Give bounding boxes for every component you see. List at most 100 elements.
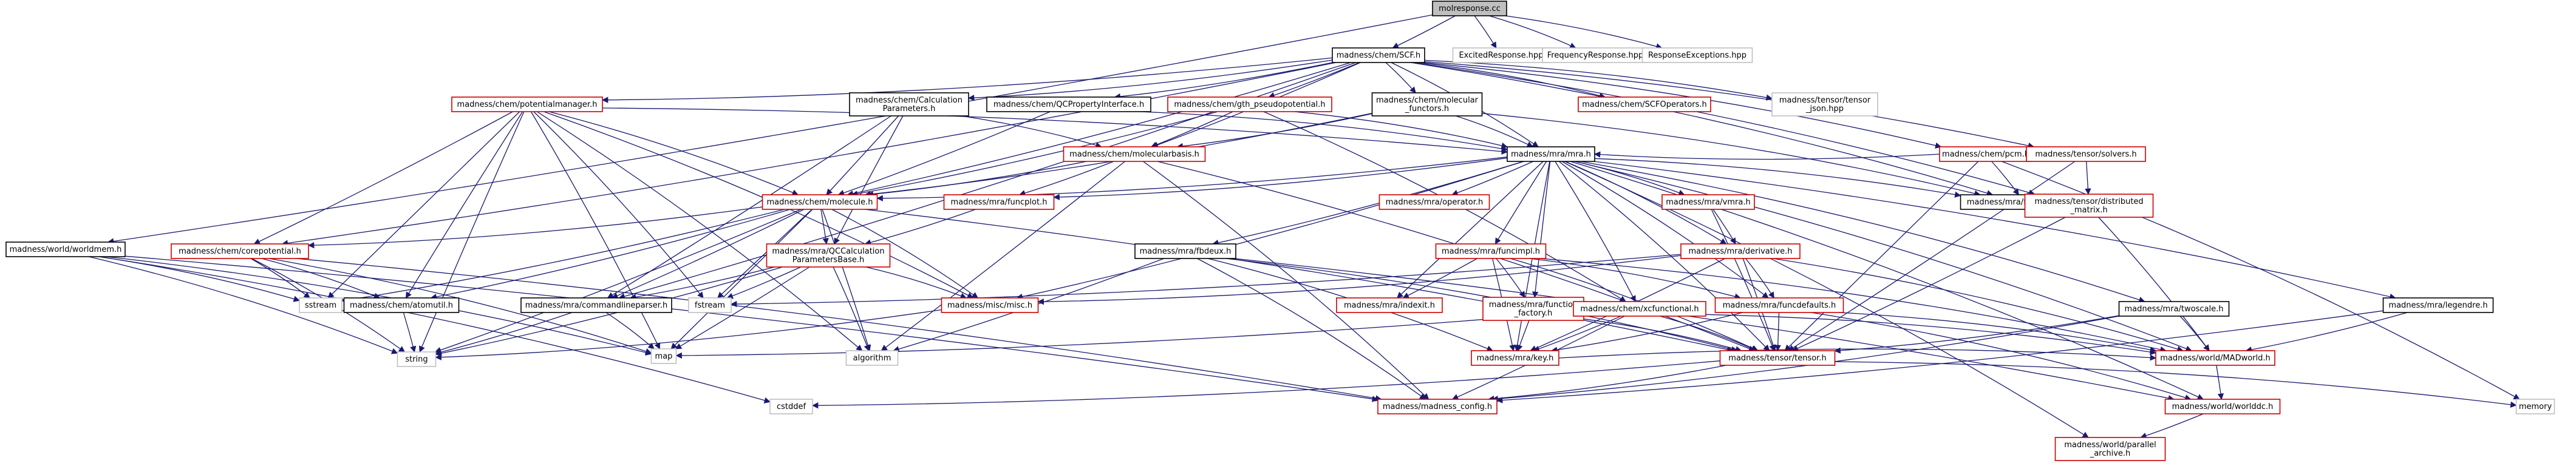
- node-box: [1578, 96, 1711, 112]
- edge-calcparams-to-molbasis: [961, 115, 1102, 149]
- node-molfunctors[interactable]: madness/chem/molecular_functors.h: [1371, 92, 1483, 116]
- edge-funcfactory-to-key: [1516, 320, 1530, 351]
- node-worldmem[interactable]: madness/world/worldmem.h: [5, 241, 126, 257]
- edge-worldmem-to-madconfig: [124, 255, 1379, 402]
- edge-pcm-to-memory: [2001, 161, 2520, 400]
- node-solvers[interactable]: madness/tensor/solvers.h: [2026, 146, 2146, 162]
- node-fbdeux[interactable]: madness/mra/fbdeux.h: [1134, 243, 1236, 259]
- node-atomutil[interactable]: madness/chem/atomutil.h: [343, 297, 460, 313]
- node-label: cstddef: [777, 402, 806, 411]
- edge-funcdefaults-to-madworld: [1839, 312, 2157, 353]
- node-box: [845, 350, 899, 366]
- node-funcplot[interactable]: madness/mra/funcplot.h: [943, 194, 1055, 210]
- node-funcimpl[interactable]: madness/mra/funcimpl.h: [1435, 243, 1547, 259]
- node-molbasis[interactable]: madness/chem/molecularbasis.h: [1063, 146, 1206, 162]
- node-indexit[interactable]: madness/mra/indexit.h: [1336, 297, 1443, 313]
- node-corepot[interactable]: madness/chem/corepotential.h: [171, 243, 309, 259]
- edge-mra-to-miscmisc: [1016, 161, 1524, 300]
- edge-funcimpl-to-madworld: [1540, 258, 2167, 353]
- node-box: [2026, 146, 2146, 162]
- edge-corepot-to-atomutil: [261, 258, 381, 299]
- node-vmra[interactable]: madness/mra/vmra.h: [1661, 194, 1755, 210]
- node-madconfig[interactable]: madness/madness_config.h: [1377, 399, 1498, 414]
- node-worlddc[interactable]: madness/world/worlddc.h: [2164, 399, 2281, 414]
- node-gthpseudo[interactable]: madness/chem/gth_pseudopotential.h: [1167, 96, 1332, 112]
- node-miscmisc[interactable]: madness/misc/misc.h: [941, 297, 1039, 313]
- node-label: _factory.h: [1514, 309, 1553, 318]
- node-label: madness/chem/Calculation: [856, 96, 963, 105]
- node-funcdefaults[interactable]: madness/mra/funcdefaults.h: [1714, 297, 1844, 313]
- node-derivative[interactable]: madness/mra/derivative.h: [1680, 243, 1801, 259]
- node-distmatrix[interactable]: madness/tensor/distributed_matrix.h: [2024, 194, 2154, 218]
- node-operator[interactable]: madness/mra/operator.h: [1378, 194, 1490, 210]
- edge-scf-to-potman: [601, 57, 1333, 103]
- node-key[interactable]: madness/mra/key.h: [1471, 350, 1559, 366]
- edge-funcplot-to-qccalc: [864, 209, 976, 246]
- node-box: [1482, 297, 1584, 321]
- edge-molecule-to-sstream: [341, 209, 785, 303]
- node-twoscale[interactable]: madness/mra/twoscale.h: [2118, 301, 2230, 317]
- node-box: [1939, 146, 2033, 162]
- edge-cmdparser-to-map: [605, 312, 655, 350]
- node-label: _json.hpp: [1805, 104, 1844, 113]
- node-label: madness/chem/atomutil.h: [350, 301, 453, 310]
- node-label: madness/tensor/solvers.h: [2035, 150, 2136, 159]
- node-label: madness/chem/pcm.h: [1942, 150, 2029, 159]
- node-box: [941, 297, 1039, 313]
- node-box: [2155, 350, 2275, 366]
- edge-mra-to-functypedefs: [1594, 158, 1961, 198]
- node-box: [1507, 146, 1595, 162]
- node-box: [1771, 92, 1878, 116]
- edge-potman-to-fstream: [533, 111, 704, 299]
- node-qcprop[interactable]: madness/chem/QCPropertyInterface.h: [986, 96, 1151, 112]
- edge-distmatrix-to-tensor: [1791, 217, 2066, 351]
- node-potman[interactable]: madness/chem/potentialmanager.h: [451, 96, 603, 112]
- node-label: madness/mra/operator.h: [1386, 198, 1484, 207]
- node-funcfactory[interactable]: madness/mra/function_factory.h: [1482, 297, 1584, 321]
- node-legendre[interactable]: madness/mra/legendre.h: [2382, 297, 2494, 313]
- node-box: [451, 96, 603, 112]
- edge-funcdefaults-to-tensor: [1774, 312, 1781, 352]
- edge-root-to-freq: [1489, 15, 1576, 49]
- node-cmdparser[interactable]: madness/mra/commandlineparser.h: [520, 297, 672, 313]
- edge-tensor-to-memory: [1835, 361, 2517, 408]
- node-root[interactable]: molresponse.cc: [1432, 1, 1507, 16]
- edge-root-to-excited: [1474, 15, 1497, 49]
- edge-mra-to-funcdefaults: [1561, 161, 1769, 299]
- node-box: [762, 194, 878, 210]
- node-box: [1432, 1, 1507, 16]
- node-label: madness/chem/molecular: [1376, 96, 1479, 105]
- node-tensorjson: madness/tensor/tensor_json.hpp: [1771, 92, 1878, 116]
- node-madworld[interactable]: madness/world/MADworld.h: [2155, 350, 2275, 366]
- node-xcfunctional[interactable]: madness/chem/xcfunctional.h: [1573, 301, 1706, 317]
- node-label: madness/chem/xcfunctional.h: [1580, 305, 1699, 314]
- edge-molbasis-to-funcplot: [1018, 161, 1114, 197]
- node-qccalc[interactable]: madness/mra/QCCalculationParametersBase.…: [766, 243, 891, 268]
- node-label: madness/mra/twoscale.h: [2125, 305, 2224, 314]
- node-scf[interactable]: madness/chem/SCF.h: [1332, 47, 1425, 63]
- node-parallelarchive[interactable]: madness/world/parallel_archive.h: [2054, 437, 2166, 461]
- edge-tensor-to-cstddef: [811, 360, 1720, 409]
- node-molecule[interactable]: madness/chem/molecule.h: [762, 194, 878, 210]
- edge-derivative-to-madworld: [1773, 258, 2184, 353]
- node-label: madness/mra/funcdefaults.h: [1723, 301, 1836, 310]
- node-label: madness/tensor/distributed: [2034, 197, 2143, 206]
- edge-gthpseudo-to-molbasis: [1150, 111, 1233, 148]
- edge-gthpseudo-to-molecule: [851, 111, 1218, 197]
- node-box: [397, 351, 437, 367]
- node-label: madness/tensor/tensor.h: [1728, 354, 1826, 363]
- edge-mra-to-funcfactory: [1532, 161, 1551, 299]
- node-label: madness/mra/funcplot.h: [951, 198, 1048, 207]
- node-tensor[interactable]: madness/tensor/tensor.h: [1719, 350, 1836, 366]
- node-cstddef: cstddef: [769, 399, 813, 414]
- edge-scf-to-functypedefs: [1410, 62, 1994, 197]
- node-scfops[interactable]: madness/chem/SCFOperators.h: [1578, 96, 1711, 112]
- edge-potman-to-molecule: [548, 111, 799, 196]
- node-label: ResponseExceptions.hpp: [1648, 51, 1746, 60]
- edge-molecule-to-corepot: [307, 206, 763, 249]
- node-pcm[interactable]: madness/chem/pcm.h: [1939, 146, 2033, 162]
- node-mra[interactable]: madness/mra/mra.h: [1507, 146, 1595, 162]
- node-freq: FrequencyResponse.hpp: [1542, 47, 1649, 63]
- node-label: FrequencyResponse.hpp: [1547, 51, 1643, 60]
